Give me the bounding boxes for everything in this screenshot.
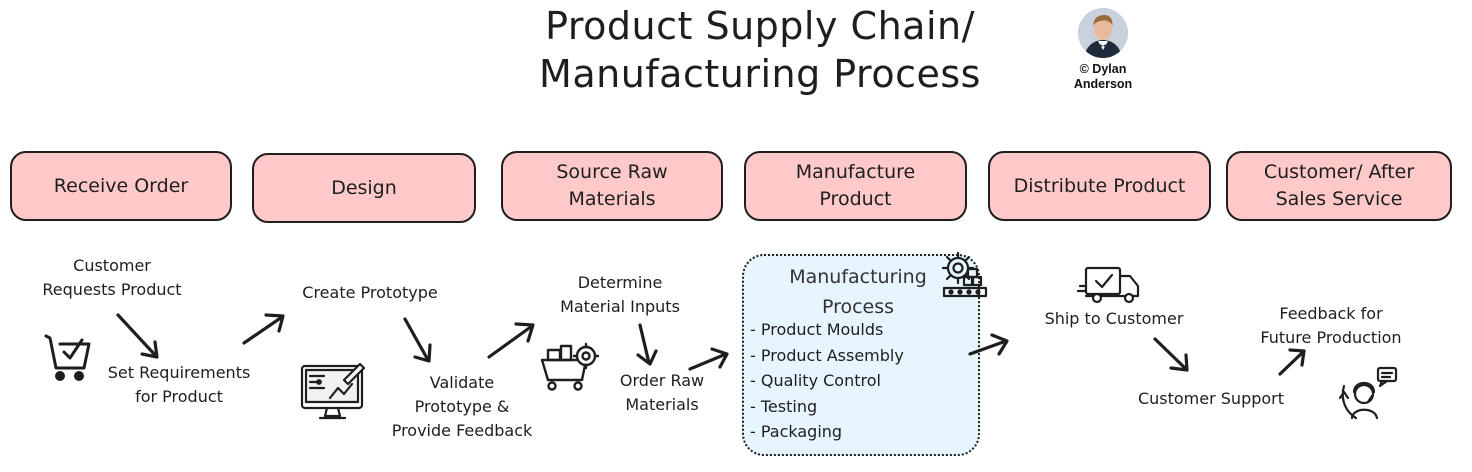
stage-manufacture-product: Manufacture Product — [744, 151, 967, 221]
list-item: - Quality Control — [750, 371, 881, 390]
step-create-prototype: Create Prototype — [302, 283, 438, 302]
delivery-truck-icon — [1076, 266, 1140, 304]
arrow-determine-to-order — [636, 323, 658, 366]
title-line-1: Product Supply Chain/ — [545, 4, 975, 48]
shopping-cart-icon — [44, 334, 91, 381]
step-customer-support: Customer Support — [1137, 389, 1285, 408]
design-monitor-icon — [300, 362, 366, 420]
stage-design: Design — [252, 153, 476, 223]
title-line-2: Manufacturing Process — [539, 52, 981, 96]
step-feedback-future-production: Feedback for Future Production — [1260, 304, 1402, 347]
step-order-raw-materials: Order Raw Materials — [619, 371, 705, 414]
arrow-requests-to-requirements — [116, 313, 159, 359]
stage-distribute-product: Distribute Product — [988, 151, 1211, 221]
step-set-requirements: Set Requirements for Product — [107, 363, 251, 406]
list-item: - Product Assembly — [750, 345, 904, 365]
step-determine-material-inputs: Determine Material Inputs — [560, 273, 680, 316]
step-customer-requests-product: Customer Requests Product — [42, 256, 182, 299]
step-validate-prototype: Validate Prototype & Provide Feedback — [391, 373, 533, 440]
arrow-ship-to-support — [1153, 337, 1189, 372]
step-ship-to-customer: Ship to Customer — [1044, 309, 1184, 328]
list-item: - Testing — [750, 396, 818, 416]
manufacturing-process-box — [742, 254, 980, 456]
stage-receive-order: Receive Order — [10, 151, 232, 221]
arrow-manufacturing-to-ship — [968, 333, 1009, 356]
raw-materials-cart-icon — [540, 342, 600, 391]
list-item: - Product Moulds — [750, 320, 884, 339]
arrow-order-to-manufacturing — [688, 347, 729, 371]
customer-support-icon — [1338, 366, 1398, 420]
stage-source-raw-materials: Source Raw Materials — [501, 151, 723, 221]
arrow-support-to-feedback — [1278, 348, 1306, 376]
arrow-validate-to-determine — [487, 322, 535, 359]
author-credit: © Dylan Anderson — [1073, 62, 1133, 91]
arrow-requirements-to-prototype — [242, 313, 285, 345]
manufacturing-steps-list: - Product Moulds - Product Assembly - Qu… — [750, 317, 904, 445]
factory-gear-icon — [941, 251, 988, 298]
arrow-prototype-to-validate — [403, 317, 432, 363]
author-avatar — [1078, 8, 1128, 58]
stage-after-sales-service: Customer/ After Sales Service — [1226, 151, 1452, 221]
page-title: Product Supply Chain/ Manufacturing Proc… — [470, 2, 1050, 98]
list-item: - Packaging — [750, 422, 843, 441]
manufacturing-process-title: Manufacturing Process — [789, 266, 927, 318]
